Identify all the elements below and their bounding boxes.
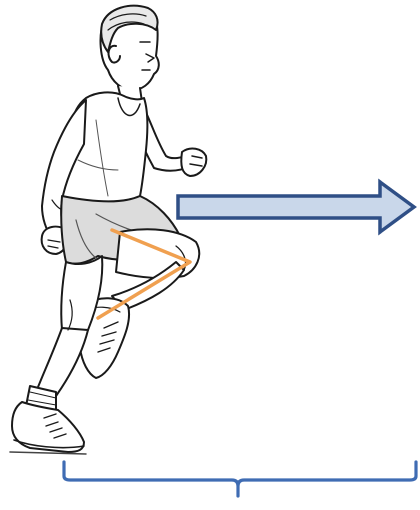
- right-arrow-icon: [178, 182, 414, 232]
- right-fist: [181, 149, 206, 176]
- runner-figure: [10, 6, 206, 454]
- support-shin: [36, 328, 88, 396]
- planted-shoe: [12, 402, 84, 452]
- bracket-brace-icon: [64, 462, 416, 496]
